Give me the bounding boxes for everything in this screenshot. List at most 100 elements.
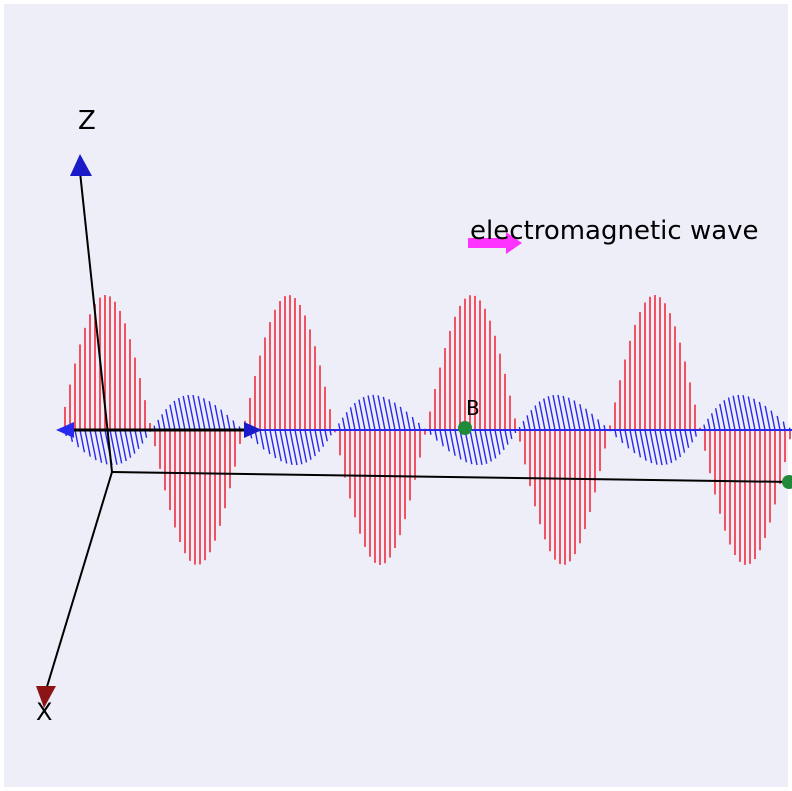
magnetic-field-vector <box>411 416 416 431</box>
magnetic-field-vector <box>358 399 366 431</box>
magnetic-field-vector <box>382 396 391 431</box>
magnetic-field-vector <box>573 400 581 431</box>
magnetic-field-vector <box>187 394 196 431</box>
magnetic-field-vector <box>114 429 123 464</box>
magnetic-field-vector <box>538 401 546 431</box>
magnetic-field-vector <box>454 429 462 460</box>
magnetic-field-vector <box>289 429 298 466</box>
magnetic-field-vector <box>319 429 325 447</box>
magnetic-field-vector <box>439 429 444 447</box>
magnetic-field-vector <box>299 429 308 463</box>
magnetic-field-vector <box>585 408 591 431</box>
magnetic-field-vector <box>79 429 86 453</box>
magnetic-field-vector <box>337 423 341 431</box>
magnetic-field-vector <box>165 409 171 431</box>
magnetic-field-vector <box>139 429 144 444</box>
magnetic-field-vector <box>89 429 97 461</box>
magnetic-field-vector <box>367 395 376 431</box>
arrow-right-icon <box>244 422 262 438</box>
magnetic-field-vector <box>579 404 586 431</box>
z-axis-line <box>79 171 113 473</box>
magnetic-field-vector <box>129 429 136 454</box>
magnetic-field-vector <box>484 429 492 462</box>
magnetic-field-vector <box>614 429 618 438</box>
magnetic-field-vector <box>689 429 694 443</box>
magnetic-field-vector <box>226 414 231 431</box>
magnetic-field-vector <box>707 418 711 431</box>
magnetic-field-vector <box>552 394 561 431</box>
wave-direction-label: electromagnetic wave <box>470 216 759 246</box>
magnetic-field-vector <box>753 398 761 431</box>
magnetic-field-wave <box>64 394 791 466</box>
magnetic-field-vector <box>220 409 226 431</box>
magnetic-field-vector <box>499 429 505 450</box>
magnetic-field-vector <box>161 414 166 431</box>
magnetic-field-vector <box>758 401 766 431</box>
magnetic-field-vector <box>534 405 541 431</box>
magnetic-field-vector <box>669 429 677 461</box>
magnetic-field-vector <box>479 429 488 464</box>
magnetic-field-vector <box>274 429 282 462</box>
magnetic-field-vector <box>469 429 478 466</box>
magnetic-field-vector <box>694 429 698 437</box>
wave-marker-dot <box>458 421 472 435</box>
magnetic-field-vector <box>732 395 741 431</box>
magnetic-field-vector <box>679 429 686 453</box>
magnetic-field-vector <box>309 429 316 457</box>
magnetic-field-vector <box>259 429 265 450</box>
magnetic-field-vector <box>723 400 731 431</box>
magnetic-field-vector <box>624 429 630 449</box>
magnetic-field-vector <box>399 406 406 431</box>
magnetic-field-vector <box>349 407 356 431</box>
magnetic-field-vector <box>405 411 411 431</box>
magnetic-field-vector <box>173 400 181 431</box>
magnetic-field-vector <box>84 429 91 457</box>
magnetic-field-vector <box>547 396 556 431</box>
magnetic-field-vector <box>567 397 576 431</box>
magnetic-field-vector <box>94 429 103 463</box>
magnetic-field-vector <box>543 398 551 431</box>
magnetic-field-vector <box>782 421 786 431</box>
magnetic-field-vector <box>591 413 596 431</box>
magnetic-field-vector <box>659 429 668 465</box>
magnetic-field-vector <box>279 429 288 464</box>
magnetic-field-vector <box>177 397 186 431</box>
magnetic-field-vector <box>474 429 483 466</box>
magnetic-field-vector <box>597 419 601 431</box>
magnetic-field-vector <box>654 429 663 466</box>
magnetic-field-vector <box>169 404 176 431</box>
electric-field-wave <box>64 295 791 565</box>
axis-end-marker-dot <box>782 475 792 489</box>
magnetic-field-vector <box>639 429 647 461</box>
magnetic-field-vector <box>434 429 438 441</box>
magnetic-field-vector <box>776 415 781 431</box>
magnetic-field-vector <box>557 394 566 431</box>
magnetic-field-vector <box>562 395 571 431</box>
magnetic-field-vector <box>99 429 108 465</box>
arrow-left-icon <box>56 422 74 438</box>
magnetic-field-vector <box>214 404 221 431</box>
magnetic-field-vector <box>770 410 776 431</box>
x-axis-line <box>45 471 113 691</box>
magnetic-field-vector <box>494 429 501 455</box>
magnetic-field-vector <box>629 429 636 454</box>
magnetic-field-vector <box>341 417 346 431</box>
magnetic-field-vector <box>530 410 536 431</box>
magnetic-field-vector <box>684 429 690 448</box>
magnetic-field-vector <box>197 395 206 431</box>
magnetic-field-vector <box>489 429 497 459</box>
magnetic-field-vector <box>372 394 381 431</box>
magnetic-field-vector <box>459 429 468 463</box>
magnetic-field-vector <box>345 412 351 431</box>
magnetic-field-vector <box>269 429 277 459</box>
magnetic-field-vector <box>714 408 721 431</box>
magnetic-field-vector <box>742 395 751 431</box>
magnetic-field-vector <box>74 429 80 448</box>
magnetic-field-vector <box>192 394 201 431</box>
magnetic-field-vector <box>208 401 216 431</box>
magnetic-field-vector <box>119 429 127 462</box>
magnetic-field-vector <box>747 396 756 431</box>
z-axis-label: Z <box>78 106 96 136</box>
magnetic-field-vector <box>644 429 653 464</box>
magnetic-field-vector <box>202 398 211 431</box>
